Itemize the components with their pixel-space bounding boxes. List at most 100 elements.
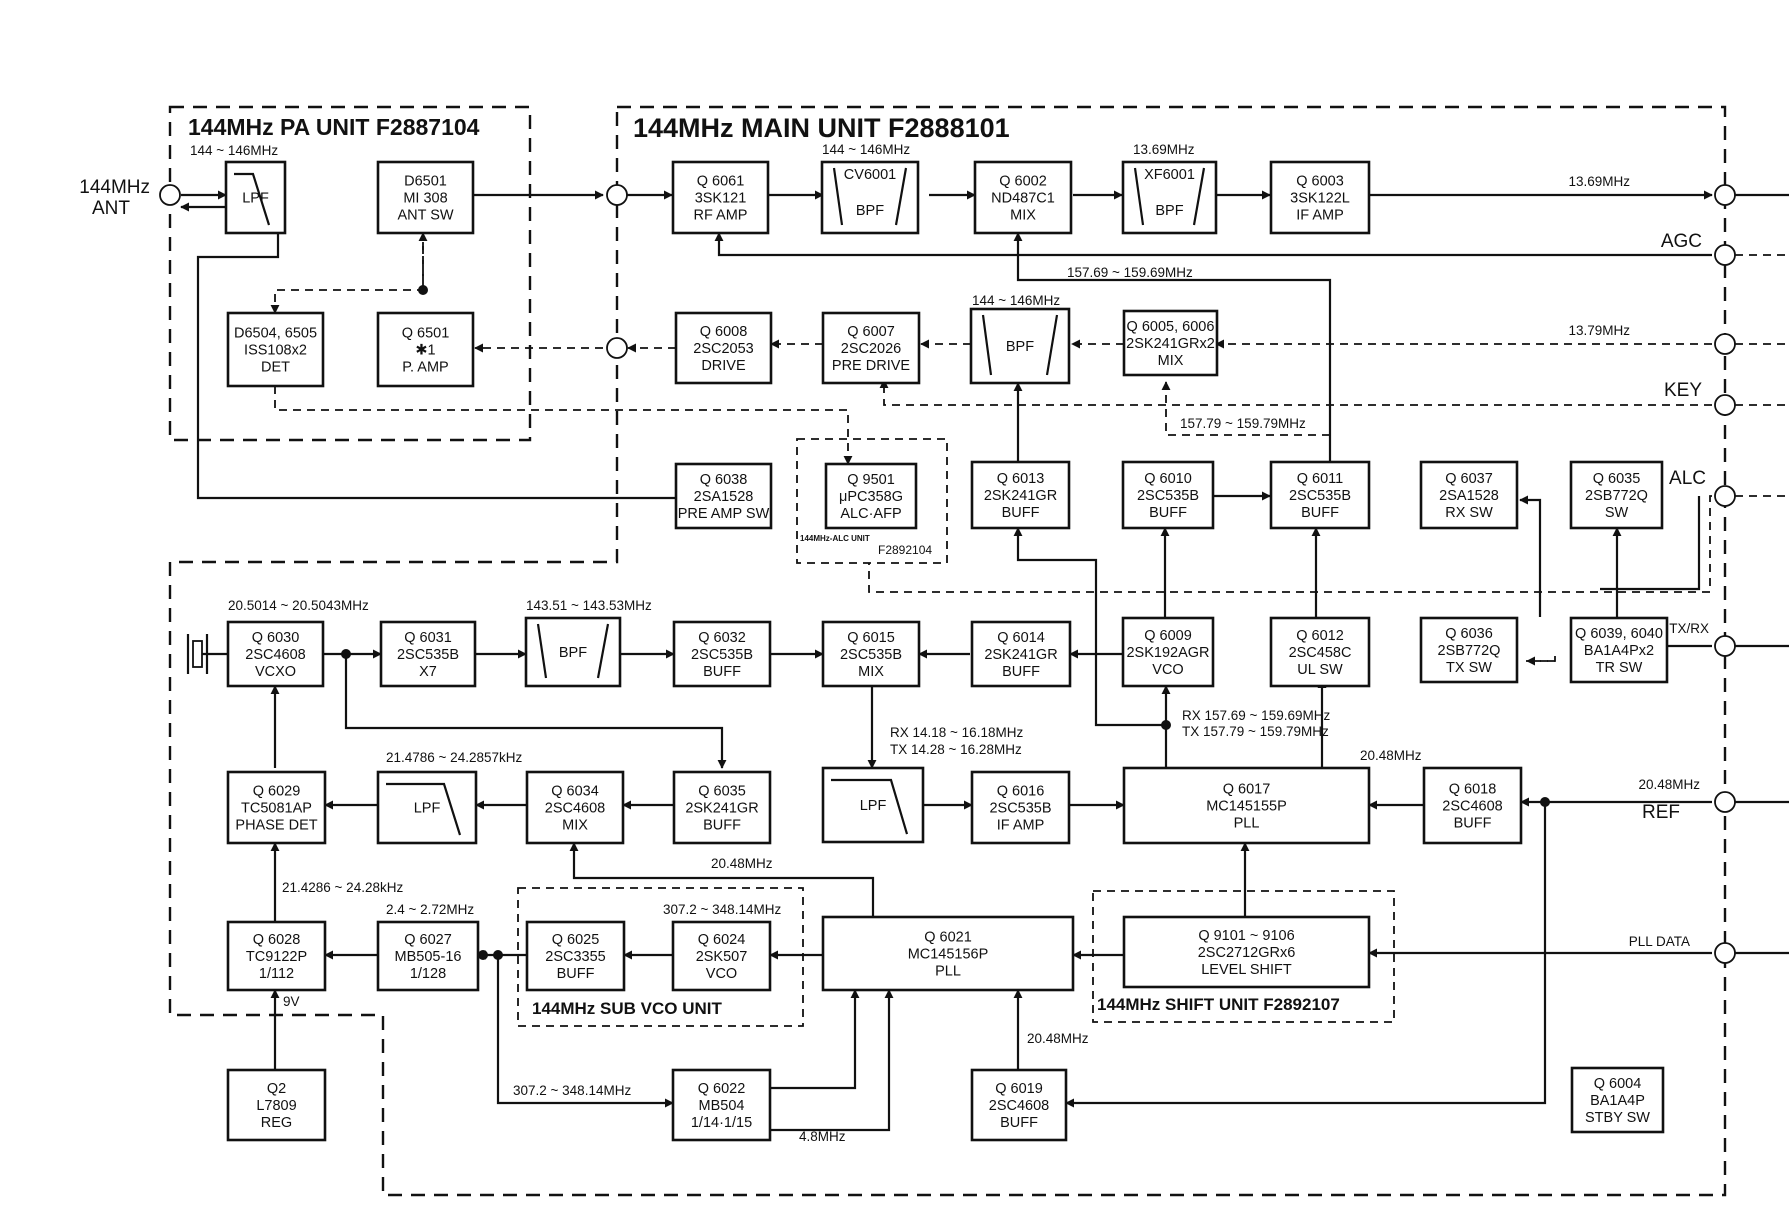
tx-in-port[interactable] (1714, 333, 1736, 355)
block-label: Q 6036 (1445, 626, 1493, 642)
block-label: LPF (242, 191, 269, 207)
block-label: Q 6035 (1593, 471, 1641, 487)
block-frame (226, 770, 327, 845)
lpf-symbol (386, 782, 462, 836)
if-out-port[interactable] (1714, 184, 1736, 206)
block-label: Q 6015 (847, 630, 895, 646)
block-label: RX SW (1445, 505, 1493, 521)
alc-label: ALC (1669, 468, 1706, 489)
block-label: 1/112 (259, 966, 294, 982)
alc-port[interactable] (1714, 485, 1736, 507)
block-label: MIX (562, 818, 588, 834)
lpf-symbol (831, 778, 909, 835)
block-label: MIX (1010, 208, 1036, 224)
block-label: TR SW (1596, 660, 1643, 676)
block-label: Q 6025 (552, 932, 600, 948)
txrx-port[interactable] (1714, 635, 1736, 657)
block-label: MI 308 (403, 191, 447, 207)
block-label: ISS108x2 (244, 343, 307, 359)
block-bpf_x7[interactable]: BPF (524, 616, 622, 688)
freq-label: RX 14.18 ~ 16.18MHz (890, 725, 1023, 740)
pll-data-port[interactable] (1714, 942, 1736, 964)
key-port[interactable] (1714, 394, 1736, 416)
block-lpf_pd[interactable]: LPF (376, 770, 478, 845)
key-label: KEY (1664, 380, 1702, 401)
ant-port[interactable] (159, 184, 181, 206)
block-label: MC145155P (1206, 799, 1287, 815)
block-label: 2SK507 (696, 949, 748, 965)
ant-label-2: ANT (92, 198, 130, 219)
unit-titles: 144MHz PA UNIT F2887104 144MHz MAIN UNIT… (188, 113, 1340, 1018)
freq-label: 20.48MHz (711, 856, 773, 871)
block-bpf_tx[interactable]: BPF (969, 307, 1071, 385)
block-label: LPF (860, 798, 887, 814)
ref-freq-label: 20.48MHz (1638, 777, 1700, 792)
block-label: Q 6011 (1297, 471, 1344, 487)
block-label: L7809 (256, 1098, 296, 1114)
block-frame (671, 920, 772, 992)
block-label: PHASE DET (235, 818, 317, 834)
subvco-unit-border (517, 887, 804, 1027)
block-lpf_pa[interactable]: LPF (224, 160, 287, 235)
block-label: STBY SW (1585, 1110, 1650, 1126)
block-q6501[interactable]: Q 6501✱1P. AMP (376, 311, 475, 388)
block-lpf_if[interactable]: LPF (821, 766, 925, 844)
block-frame (525, 770, 625, 845)
freq-label: TX 14.28 ~ 16.28MHz (890, 742, 1022, 757)
block-label: MB504 (699, 1098, 745, 1114)
block-label: D6501 (404, 174, 447, 190)
agc-port[interactable] (1714, 244, 1736, 266)
block-frame (376, 311, 475, 388)
block-label: Q 6019 (995, 1081, 1043, 1097)
ref-label: REF (1642, 802, 1680, 823)
freq-label: 20.5014 ~ 20.5043MHz (228, 598, 369, 613)
block-frame (1269, 160, 1371, 235)
dashed-signal-lines (270, 232, 1712, 666)
block-label: BA1A4P (1590, 1093, 1645, 1109)
block-label: 2SK192AGR (1126, 645, 1209, 661)
ref-port[interactable] (1714, 791, 1736, 813)
